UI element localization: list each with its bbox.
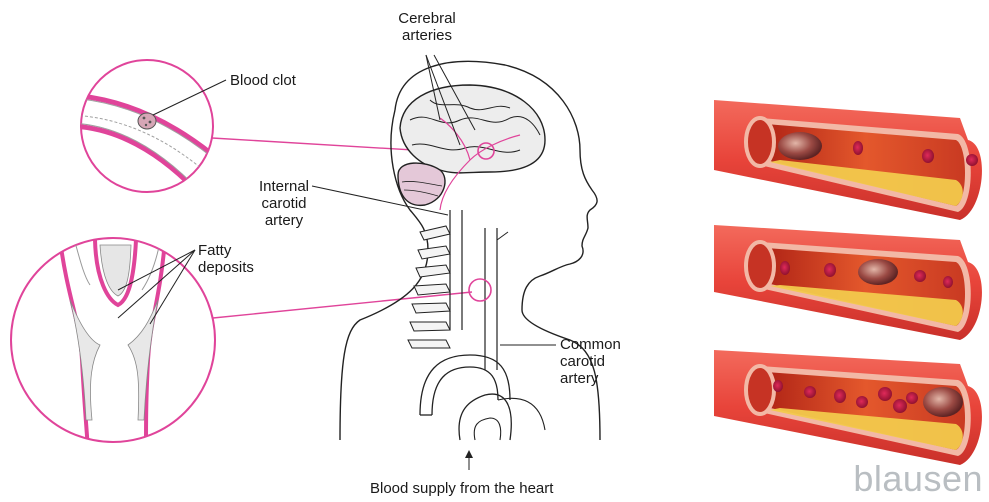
clot-icon-lodged <box>923 387 963 417</box>
label-blood-supply: Blood supply from the heart <box>370 480 553 497</box>
vessel-panel-3 <box>714 350 982 465</box>
label-line: arteries <box>392 27 462 44</box>
label-cerebral-arteries: Cerebral arteries <box>392 10 462 44</box>
label-line: Internal <box>254 178 314 195</box>
label-line: Fatty <box>198 242 254 259</box>
arrow-up-icon <box>465 450 473 458</box>
label-line: Common <box>560 336 621 353</box>
blood-clot-magnified-view <box>70 60 226 200</box>
label-fatty-deposits: Fatty deposits <box>198 242 254 276</box>
label-blood-clot: Blood clot <box>230 72 296 89</box>
label-internal-carotid-artery: Internal carotid artery <box>254 178 314 229</box>
label-line: Cerebral <box>392 10 462 27</box>
vessel-panel-1 <box>714 100 982 220</box>
label-line: artery <box>254 212 314 229</box>
label-common-carotid-artery: Common carotid artery <box>560 336 621 387</box>
brand-logo: blausen <box>853 458 983 500</box>
vessel-panel-2 <box>714 225 982 340</box>
plaque-location-marker <box>469 279 491 301</box>
clot-icon-moving <box>858 259 898 285</box>
label-line: carotid <box>560 353 621 370</box>
fatty-deposits-magnified-view <box>11 238 215 450</box>
clot-icon <box>778 132 822 160</box>
label-line: artery <box>560 370 621 387</box>
label-line: deposits <box>198 259 254 276</box>
label-line: carotid <box>254 195 314 212</box>
